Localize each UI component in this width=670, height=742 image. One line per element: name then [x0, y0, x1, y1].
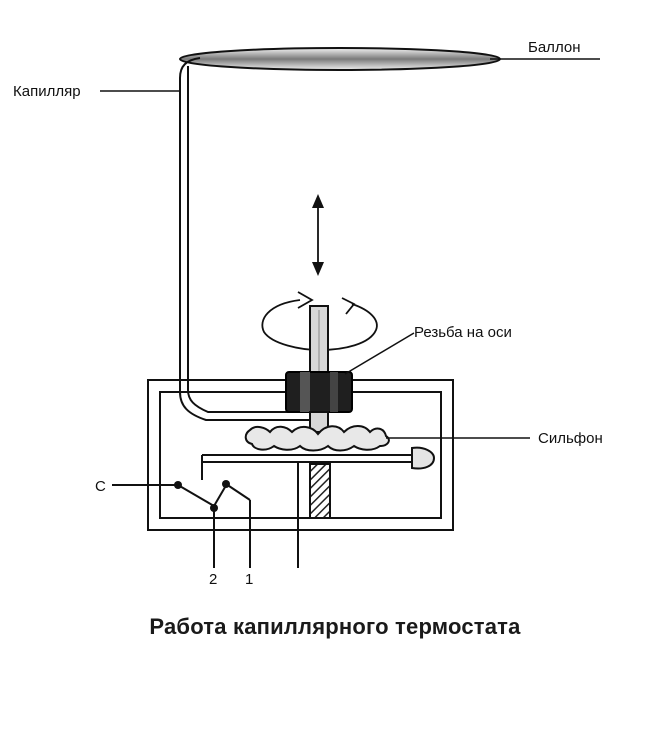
adjustment-screw — [309, 463, 331, 519]
thermostat-diagram: Баллон Капилляр Резьба на оси Сильфон — [13, 39, 603, 588]
lever-rod — [201, 446, 436, 480]
terminal-1-label: 1 — [245, 571, 253, 588]
terminal-c-label: С — [95, 478, 106, 495]
bellows — [244, 425, 390, 452]
bulb — [179, 47, 501, 71]
diagram-caption: Работа капиллярного термостата — [149, 614, 521, 639]
bulb-label: Баллон — [528, 39, 581, 56]
capillary-tube — [179, 57, 318, 421]
thread-leader-line — [344, 332, 415, 375]
threaded-nut — [285, 371, 353, 413]
bellows-label: Сильфон — [538, 430, 603, 447]
capillary-label: Капилляр — [13, 83, 81, 100]
axis-thread-label: Резьба на оси — [414, 324, 512, 341]
terminal-2-label: 2 — [209, 571, 217, 588]
vertical-movement-arrow — [312, 194, 324, 276]
switch-contacts — [112, 462, 299, 568]
